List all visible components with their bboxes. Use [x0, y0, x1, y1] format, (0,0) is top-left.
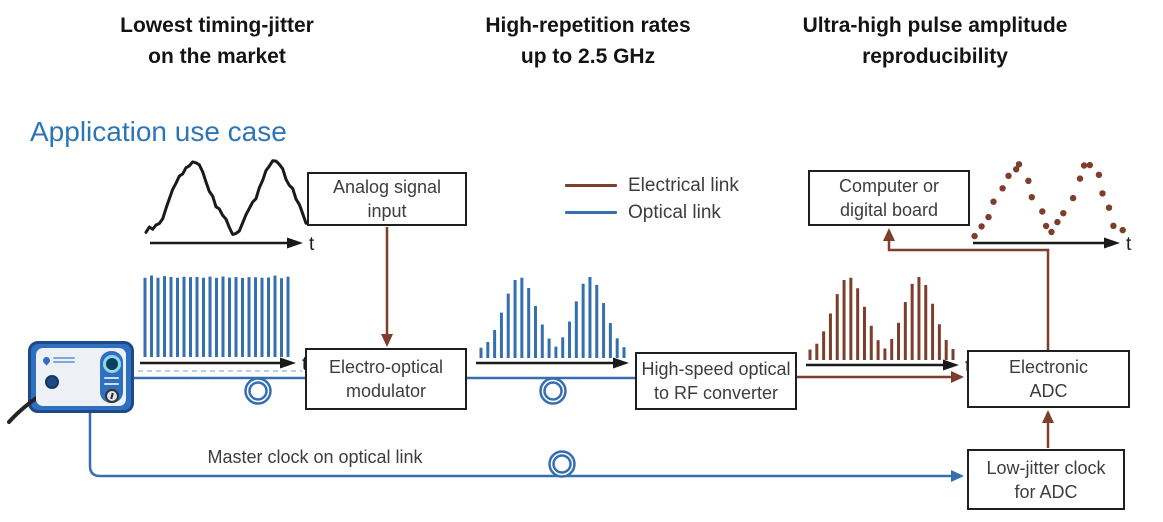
laser-device [7, 341, 134, 424]
block-low-jitter-clock: Low-jitter clock for ADC [967, 449, 1125, 510]
block-label: modulator [345, 381, 427, 401]
power-key-switch [104, 389, 119, 403]
block-label: ADC [1029, 381, 1068, 401]
droplet-icon [41, 355, 52, 365]
benefit-line: up to 2.5 GHz [520, 45, 656, 68]
device-control-panel [100, 351, 123, 403]
legend: Electrical link Optical link [565, 172, 739, 226]
block-label: to RF converter [653, 383, 779, 403]
section-title: Application use case [30, 116, 287, 147]
legend-item-electrical: Electrical link [565, 172, 739, 199]
master-clock-label: Master clock on optical link [207, 447, 423, 467]
electrical-link-swatch [565, 184, 617, 187]
benefit-line: on the market [148, 45, 286, 68]
rf-pulses-waveform [808, 277, 955, 360]
block-label: Low-jitter clock [986, 457, 1106, 478]
benefit-lowest-jitter: Lowest timing-jitter on the market [67, 10, 367, 72]
svg-text:t: t [309, 234, 315, 255]
legend-item-optical: Optical link [565, 199, 739, 226]
key-slot-icon [109, 392, 114, 400]
block-label: Electronic [1008, 357, 1089, 377]
block-analog-signal-input: Analog signal input [307, 172, 467, 226]
legend-label: Optical link [628, 201, 721, 223]
block-label: Analog signal [332, 177, 442, 197]
benefit-line: High-repetition rates [485, 14, 691, 37]
panel-label [104, 383, 119, 385]
block-label: High-speed optical [641, 359, 791, 379]
emission-button [102, 355, 121, 373]
block-label: Electro-optical [328, 357, 444, 377]
analog-signal-waveform [144, 159, 308, 236]
fiber-coil-icons [244, 377, 576, 478]
block-label: Computer or [838, 176, 940, 196]
benefit-line: reproducibility [862, 45, 1008, 68]
block-optical-to-rf-converter: High-speed optical to RF converter [635, 352, 797, 410]
benefit-high-repetition: High-repetition rates up to 2.5 GHz [438, 10, 738, 72]
block-label: digital board [839, 200, 939, 220]
optical-link-swatch [565, 211, 617, 214]
benefit-line: Ultra-high pulse amplitude [802, 14, 1068, 37]
logo-wordmark [53, 355, 75, 365]
legend-label: Electrical link [628, 174, 739, 196]
block-label: input [367, 201, 407, 221]
device-logo [41, 355, 75, 365]
electrical-link-lines [381, 227, 1054, 448]
block-label: for ADC [1014, 481, 1078, 502]
device-front-panel [36, 348, 126, 406]
block-electronic-adc: Electronic ADC [967, 350, 1130, 408]
digitized-samples-dots [971, 161, 1126, 240]
panel-label [104, 377, 119, 379]
laser-pulse-train-waveform [143, 275, 290, 357]
svg-text:t: t [1126, 234, 1132, 255]
benefit-amplitude-reproducibility: Ultra-high pulse amplitude reproducibili… [775, 10, 1095, 72]
fiber-connector-icon [45, 375, 59, 389]
modulated-optical-pulses-waveform [479, 277, 626, 358]
block-computer-digital-board: Computer or digital board [808, 170, 970, 226]
block-electro-optical-modulator: Electro-optical modulator [305, 348, 467, 410]
benefit-line: Lowest timing-jitter [120, 14, 314, 37]
